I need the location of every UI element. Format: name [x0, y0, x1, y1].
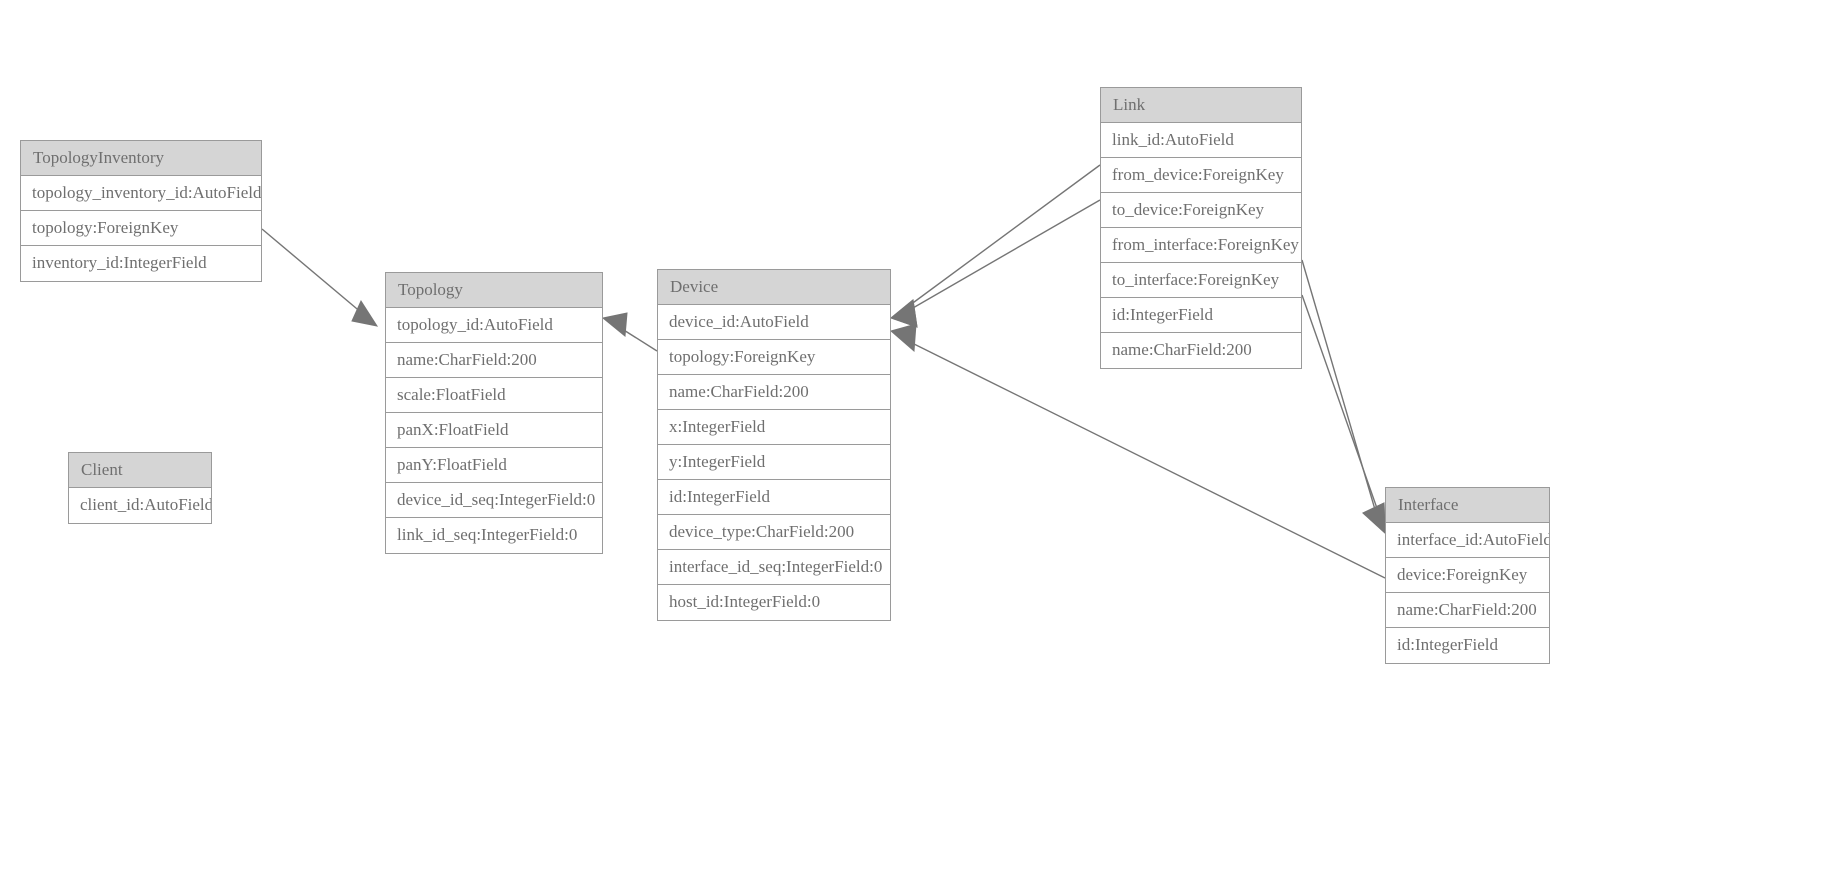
- arrowhead-icon: [889, 299, 918, 328]
- entity-field[interactable]: name:CharField:200: [658, 375, 890, 410]
- arrowhead-icon: [601, 312, 628, 337]
- entity-field[interactable]: panX:FloatField: [386, 413, 602, 448]
- arrowhead-icon: [1362, 502, 1386, 535]
- entity-title-interface: Interface: [1386, 488, 1549, 523]
- entity-field[interactable]: y:IntegerField: [658, 445, 890, 480]
- entity-title-client: Client: [69, 453, 211, 488]
- entity-field[interactable]: inventory_id:IntegerField: [32, 253, 207, 272]
- relationship-link-to-device[interactable]: [889, 199, 1101, 328]
- entity-field[interactable]: scale:FloatField: [386, 378, 602, 413]
- entity-field[interactable]: interface_id_seq:IntegerField:0: [658, 550, 890, 585]
- entity-field[interactable]: interface_id:AutoField: [1386, 523, 1549, 558]
- relationship-line: [1301, 259, 1377, 514]
- relationship-line: [905, 164, 1101, 309]
- entity-field[interactable]: x:IntegerField: [658, 410, 890, 445]
- relationship-link-to-interface[interactable]: [1301, 294, 1386, 535]
- entity-field[interactable]: topology_inventory_id:AutoField: [21, 176, 261, 211]
- entity-field[interactable]: to_device:ForeignKey: [1101, 193, 1301, 228]
- entity-field-list-client: client_id:AutoField: [69, 488, 211, 523]
- relationship-line: [905, 199, 1101, 313]
- entity-field[interactable]: client_id:AutoField: [80, 495, 211, 514]
- entity-field[interactable]: device_id:AutoField: [658, 305, 890, 340]
- arrowhead-icon: [351, 299, 379, 327]
- entity-field[interactable]: host_id:IntegerField:0: [669, 592, 821, 611]
- entity-field[interactable]: name:CharField:200: [386, 343, 602, 378]
- entity-field[interactable]: id:IntegerField: [1397, 635, 1499, 654]
- relationship-line: [261, 228, 370, 320]
- relationship-line: [905, 339, 1386, 579]
- relationship-device-topology[interactable]: [601, 312, 658, 352]
- entity-field[interactable]: from_device:ForeignKey: [1101, 158, 1301, 193]
- entity-field[interactable]: device:ForeignKey: [1386, 558, 1549, 593]
- relationship-line: [1301, 294, 1380, 515]
- entity-title-link: Link: [1101, 88, 1301, 123]
- entity-field[interactable]: name:CharField:200: [1112, 340, 1252, 359]
- entity-title-topology: Topology: [386, 273, 602, 308]
- arrowhead-icon: [1362, 502, 1386, 535]
- entity-field[interactable]: topology:ForeignKey: [21, 211, 261, 246]
- entity-title-device: Device: [658, 270, 890, 305]
- relationship-topologyinventory-topology[interactable]: [261, 228, 379, 327]
- entity-field[interactable]: device_id_seq:IntegerField:0: [386, 483, 602, 518]
- entity-field[interactable]: topology_id:AutoField: [386, 308, 602, 343]
- entity-field[interactable]: from_interface:ForeignKey: [1101, 228, 1301, 263]
- entity-title-topology_inventory: TopologyInventory: [21, 141, 261, 176]
- arrowhead-icon: [889, 323, 917, 353]
- entity-field[interactable]: id:IntegerField: [658, 480, 890, 515]
- entity-field[interactable]: topology:ForeignKey: [658, 340, 890, 375]
- entity-field[interactable]: panY:FloatField: [386, 448, 602, 483]
- entity-field[interactable]: id:IntegerField: [1101, 298, 1301, 333]
- entity-field[interactable]: to_interface:ForeignKey: [1101, 263, 1301, 298]
- arrowhead-icon: [889, 299, 918, 328]
- entity-field[interactable]: link_id_seq:IntegerField:0: [397, 525, 578, 544]
- entity-field[interactable]: device_type:CharField:200: [658, 515, 890, 550]
- entity-client[interactable]: Client client_id:AutoField: [68, 452, 212, 524]
- relationship-line: [618, 326, 658, 352]
- relationship-link-from-interface[interactable]: [1301, 259, 1386, 535]
- entity-field[interactable]: name:CharField:200: [1386, 593, 1549, 628]
- entity-field[interactable]: link_id:AutoField: [1101, 123, 1301, 158]
- relationship-link-from-device[interactable]: [889, 164, 1101, 328]
